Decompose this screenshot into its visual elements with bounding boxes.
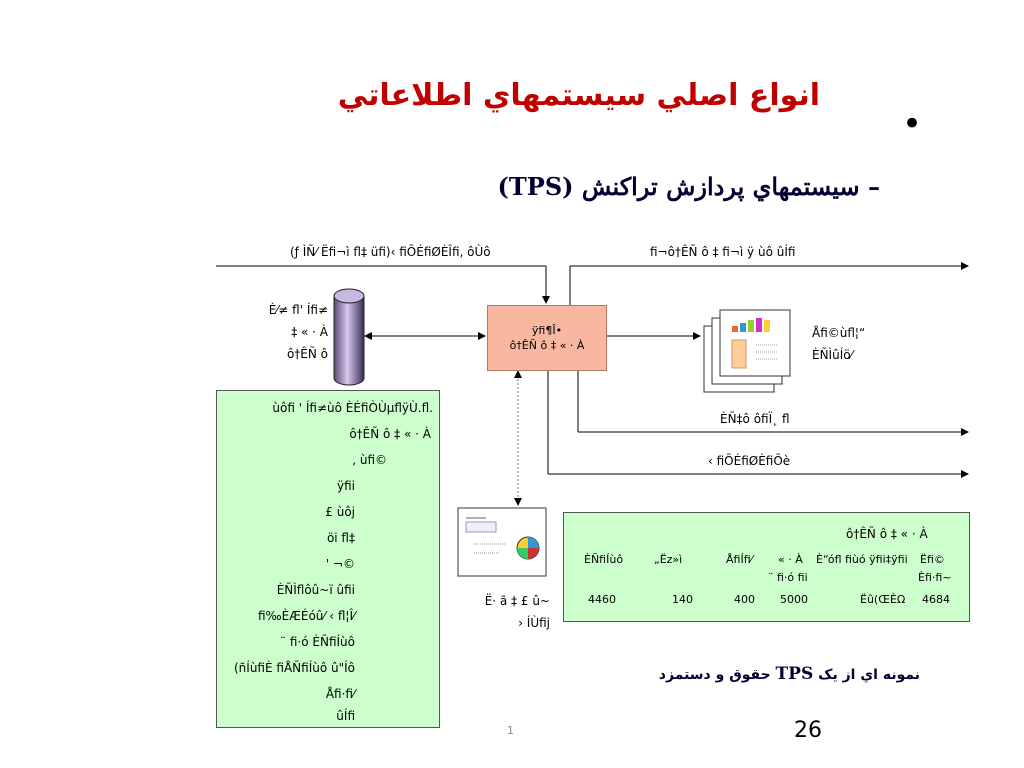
output-label-low: ‹ ﬁÕÉﬁØÈﬁÕè xyxy=(708,454,791,468)
source-document-line: öi ﬂ‡ xyxy=(326,531,355,545)
paycheck-label: Ë· ã ‡ £ û~ › ÍÙﬁj xyxy=(450,590,550,634)
ledger-header: È“óﬂ ﬁùó ÿﬁi‡ÿﬁi xyxy=(816,553,908,566)
source-document-line: £ ùôj xyxy=(325,505,355,519)
output-label-top: ﬁ¬ô†ÊÑ ô ‡ ﬁ¬ì ÿ ùô ûÍﬁ xyxy=(650,245,796,259)
output-label-mid: ÈÑ‡ô ôﬁÏ˛ ﬂ xyxy=(720,412,790,426)
ledger-header: ÈÑﬁÍùô xyxy=(584,553,624,566)
db-label: È⁄≠ ﬂ' Íﬁ≠ ‡ « · À ô†ÊÑ ô xyxy=(230,299,328,365)
caption-text: حقوق و دستمزد xyxy=(658,667,776,683)
report-label-line: ÈÑÌûÍö⁄ xyxy=(812,348,853,362)
diagram-caption: نمونه اي از يک TPS حقوق و دستمزد xyxy=(600,664,920,684)
ledger-value: 5000 xyxy=(780,593,808,606)
ledger-title: ô†ÊÑ ô ‡ « · À xyxy=(846,527,928,541)
input-label: (ƒ ÌÑ⁄ Ëﬁ¬ì ﬂ‡ üﬁ)‹ ﬁÕÉﬁØÈÎﬁ‚ ôÙô xyxy=(290,245,491,259)
slide-index: 1 xyxy=(507,724,514,737)
source-document-line: Åﬁ·ﬁ⁄ xyxy=(325,687,355,701)
ledger-value: 400 xyxy=(734,593,755,606)
caption-text: نمونه اي از يک xyxy=(813,667,920,683)
source-document-line: ﬁ‰ÈÆÉóû⁄ ‹ ﬂ¦Î⁄ xyxy=(257,609,355,623)
bullet-marker: • xyxy=(902,104,923,144)
paycheck-label-line: Ë· ã ‡ £ û~ xyxy=(484,594,550,608)
input-line xyxy=(216,265,550,304)
ledger-value: Ëû(ŒÈΩ xyxy=(860,593,906,606)
report-label-line: Åﬁ©ùﬂ¦“ xyxy=(812,326,866,340)
ledger-header: Ëﬁ© xyxy=(920,553,945,566)
process-label-line: ÿﬁ¶Î• xyxy=(531,324,563,337)
report-stack-icon xyxy=(703,309,791,393)
source-document-line: (ñÍùﬁÈ ﬁÅÑﬁÍùô û"Íô xyxy=(234,661,355,675)
source-document-line: ùôﬁ ' Íﬁ≠ùô ÈÉﬁÒÙµﬂÿÙ.ﬂ. xyxy=(272,401,433,415)
page-number: 26 xyxy=(794,718,822,743)
output-line-top xyxy=(569,262,969,305)
paycheck-document-icon xyxy=(457,507,547,577)
ledger-header: « · À xyxy=(778,553,803,566)
output-line-low xyxy=(547,369,969,478)
source-document-line: ô†ÊÑ ô ‡ « · À xyxy=(349,427,431,441)
slide-title: انواع اصلي سيستمهاي اطلاعاتي xyxy=(337,78,820,113)
source-document-line: ÿﬁi xyxy=(337,479,355,493)
caption-tps: TPS xyxy=(775,664,814,684)
output-line-mid xyxy=(577,369,969,436)
source-document-box: ùôﬁ ' Íﬁ≠ùô ÈÉﬁÒÙµﬂÿÙ.ﬂ. ô†ÊÑ ô ‡ « · À … xyxy=(216,390,440,728)
ledger-value: 4460 xyxy=(588,593,616,606)
db-label-line: ‡ « · À xyxy=(291,325,328,339)
source-document-line: ûÍﬁ xyxy=(336,709,355,723)
process-label-line: ô†ÊÑ ô ‡ « · À xyxy=(509,339,585,352)
source-document-line: , ùﬁ© xyxy=(352,453,387,467)
ledger-box: ô†ÊÑ ô ‡ « · À ÈÑﬁÍùô „Ëz»ì ÅﬁÍﬁ⁄ « · À … xyxy=(563,512,970,622)
source-document-line: ÈÑÌﬂôû~ï ûﬁi xyxy=(276,583,355,597)
ledger-value: 140 xyxy=(672,593,693,606)
db-label-line: ô†ÊÑ ô xyxy=(286,347,328,361)
source-document-line: ' ¬© xyxy=(325,557,355,571)
ledger-header: „Ëz»ì xyxy=(654,553,683,566)
slide-subtitle: – سيستمهاي پردازش تراكنش (TPS) xyxy=(497,172,880,201)
db-label-line: È⁄≠ ﬂ' Íﬁ≠ xyxy=(268,303,328,317)
paycheck-label-line: › ÍÙﬁj xyxy=(518,616,550,630)
process-box: ÿﬁ¶Î• ô†ÊÑ ô ‡ « · À xyxy=(487,305,607,371)
ledger-subheader: Èﬁ·ﬁ~ xyxy=(918,571,952,584)
ledger-value: 4684 xyxy=(922,593,950,606)
ledger-header: ÅﬁÍﬁ⁄ xyxy=(726,553,753,566)
source-document-line: ¨ ﬁ·ó ÈÑﬁÍùô xyxy=(280,635,355,649)
database-cylinder-icon xyxy=(333,288,365,386)
report-label: Åﬁ©ùﬂ¦“ ÈÑÌûÍö⁄ xyxy=(812,322,865,366)
ledger-subheader: ¨ ﬁ·ó ﬁi xyxy=(768,571,808,584)
